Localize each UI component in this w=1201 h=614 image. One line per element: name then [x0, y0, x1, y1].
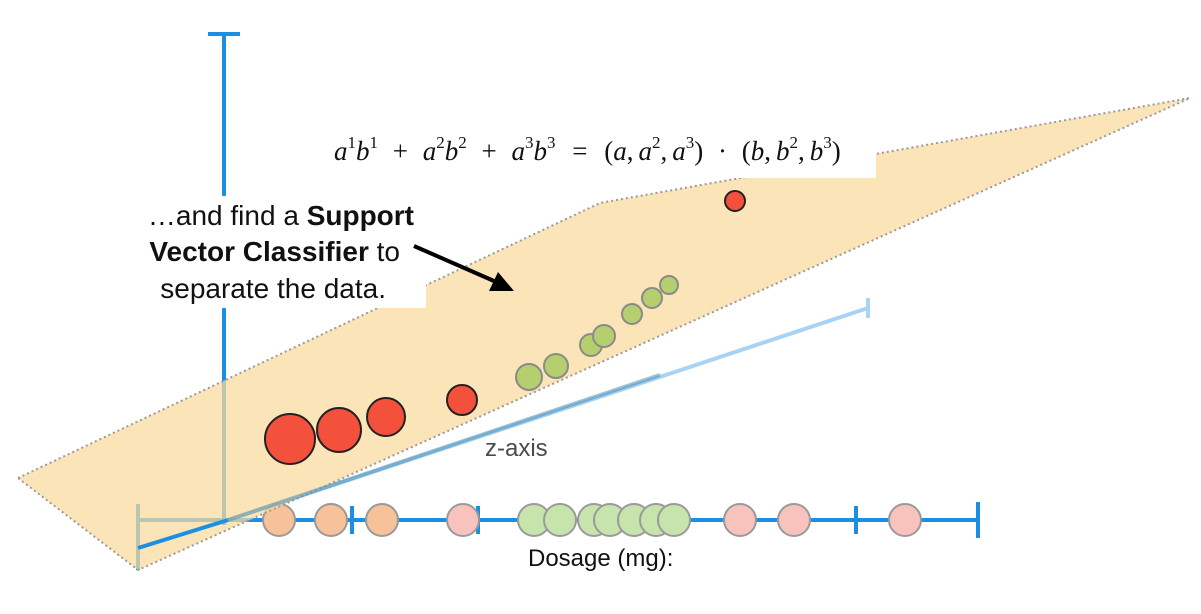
callout-arrow — [413, 244, 514, 291]
dosage-dot-green — [657, 503, 691, 537]
data-point-red — [724, 190, 746, 212]
dosage-axis-label: Dosage (mg): — [528, 545, 673, 572]
callout-line-3: separate the data. — [160, 273, 386, 304]
dosage-dot-green — [543, 503, 577, 537]
data-point-red — [264, 413, 316, 465]
arrowhead-icon — [489, 272, 514, 291]
arrow-shaft — [413, 244, 495, 283]
data-point-green — [515, 363, 543, 391]
dosage-dot-pink — [446, 503, 480, 537]
callout-line-2: Vector Classifier to — [149, 236, 400, 267]
red-points — [264, 190, 746, 465]
dosage-dot-orange — [365, 503, 399, 537]
z-axis-label: z-axis — [485, 435, 548, 462]
dosage-dot-pink — [888, 503, 922, 537]
data-point-red — [446, 384, 478, 416]
callout-background — [108, 196, 426, 308]
dosage-dot-orange — [314, 503, 348, 537]
dosage-dot-pink — [723, 503, 757, 537]
data-point-green — [641, 287, 663, 309]
formula-background — [318, 112, 876, 178]
data-point-red — [366, 397, 406, 437]
dosage-dot-pink — [777, 503, 811, 537]
callout-line-1: …and find a Support — [148, 200, 414, 231]
green-points — [515, 275, 679, 391]
data-point-green — [592, 324, 616, 348]
data-point-green — [621, 303, 643, 325]
formula: a1b1 + a2b2 + a3b3 = (a,a2,a3) · (b,b2,b… — [334, 124, 841, 166]
data-point-green — [659, 275, 679, 295]
data-point-red — [316, 407, 362, 453]
z-axis-mid — [227, 373, 661, 522]
z-axis-near — [137, 518, 229, 550]
data-point-green — [543, 353, 569, 379]
